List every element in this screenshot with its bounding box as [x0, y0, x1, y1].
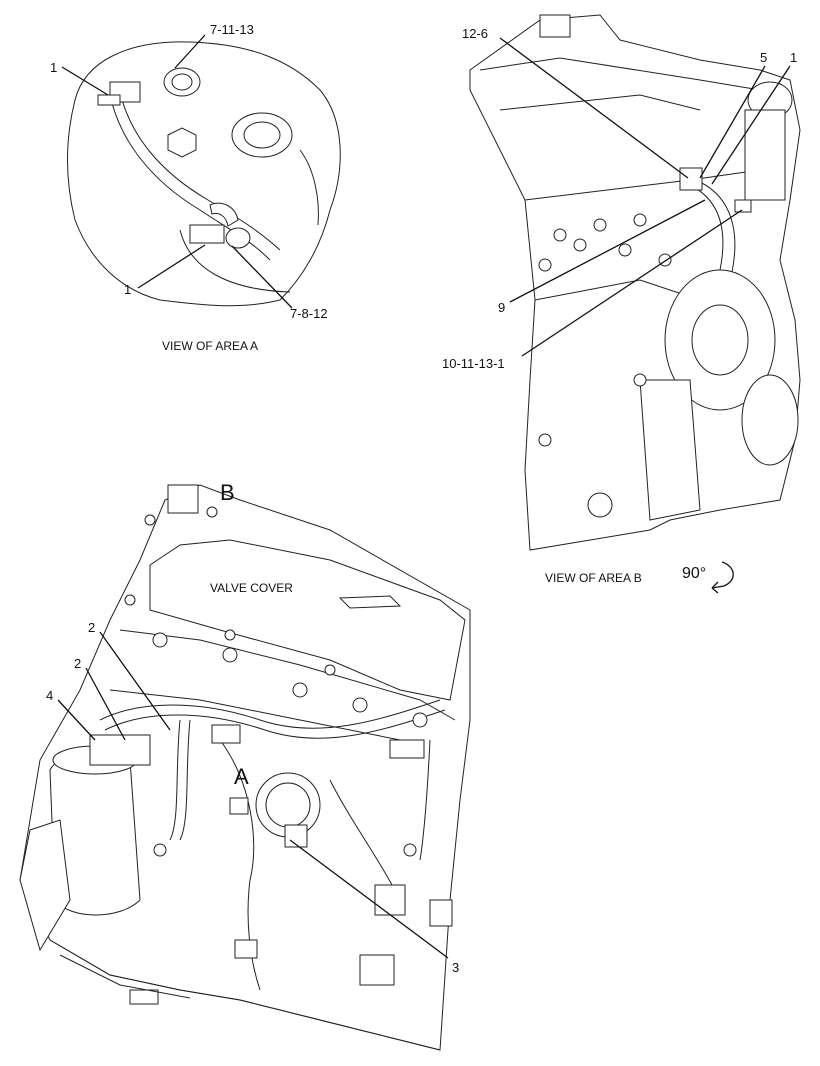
area-a-clip-lower: [189, 224, 225, 244]
area-a-nut: [167, 127, 197, 158]
main-callout-2-lower: 2: [74, 656, 81, 671]
area-b-callout-12-6: 12-6: [462, 26, 488, 41]
area-b-caption: VIEW OF AREA B: [545, 571, 642, 585]
view-area-b: 12-6 5 1 9 10-11-13-1 VIEW OF AREA B 90°: [442, 14, 801, 594]
area-letter-a: A: [234, 764, 249, 789]
area-b-callout-10-11-13-1: 10-11-13-1: [442, 356, 505, 371]
main-callout-3: 3: [452, 960, 459, 975]
valve-cover-label: VALVE COVER: [210, 581, 293, 595]
valve-cover: [149, 539, 466, 701]
area-b-callout-9: 9: [498, 300, 505, 315]
area-a-callout-7-11-13: 7-11-13: [210, 22, 254, 37]
breather-cap: [167, 484, 199, 514]
area-letter-b: B: [220, 480, 235, 505]
main-callout-4: 4: [46, 688, 53, 703]
sensor-box: [374, 884, 406, 916]
area-a-outline: [67, 41, 341, 307]
area-a-callout-7-8-12: 7-8-12: [290, 306, 328, 321]
area-b-pump: [664, 269, 776, 411]
area-a-callout-1-upper: 1: [50, 60, 57, 75]
area-a-boss: [231, 112, 293, 158]
area-a-bolt-upper: [163, 67, 201, 97]
main-engine-view: 2 2 4 3 A B VALVE COVER: [19, 480, 471, 1051]
main-callout-2-upper: 2: [88, 620, 95, 635]
rotation-arrow-icon: [711, 561, 734, 594]
view-area-a: 7-11-13 1 1 7-8-12 VIEW OF AREA A: [50, 22, 341, 353]
harness-main: [99, 699, 441, 729]
area-b-callout-1: 1: [790, 50, 797, 65]
area-b-callout-5: 5: [760, 50, 767, 65]
area-a-callout-1-lower: 1: [124, 282, 131, 297]
area-b-rotation: 90°: [682, 565, 706, 582]
area-a-caption: VIEW OF AREA A: [162, 339, 258, 353]
